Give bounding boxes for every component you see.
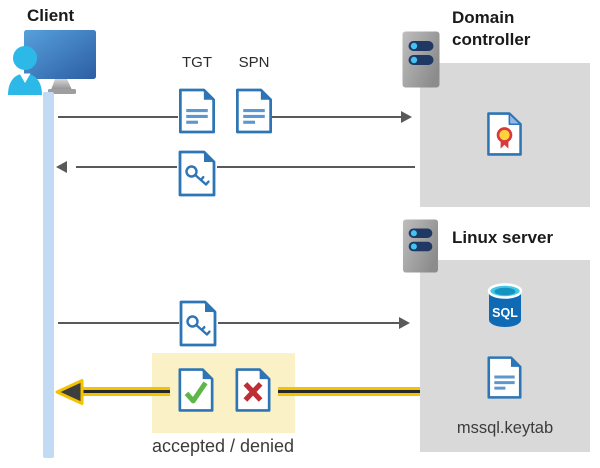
- key-document-icon: [179, 300, 217, 347]
- person-icon: [8, 46, 42, 95]
- sql-badge-text: SQL: [492, 306, 518, 320]
- arrow-right-icon: [401, 111, 412, 123]
- server-icon: [402, 219, 439, 273]
- sql-database-icon: SQL: [487, 283, 523, 327]
- request-tgt-arrow: [58, 116, 178, 118]
- request-tgt-arrow: [272, 116, 402, 118]
- service-ticket-arrow: [58, 322, 179, 324]
- tgt-response-arrow: [217, 166, 415, 168]
- client-device-icon: [8, 30, 96, 95]
- arrow-right-icon: [399, 317, 410, 329]
- denied-document-icon: [235, 368, 271, 412]
- arrow-left-icon: [56, 161, 67, 173]
- tgt-document-icon: [178, 88, 216, 134]
- monitor-icon: [24, 30, 96, 94]
- linux-server-label: Linux server: [452, 228, 554, 247]
- yellow-arrow-left-icon: [55, 379, 84, 405]
- result-highlight-box: [152, 353, 295, 433]
- server-icon: [402, 31, 440, 88]
- key-document-icon: [178, 150, 216, 197]
- certificate-icon: [487, 112, 522, 156]
- client-lifeline: [43, 92, 54, 458]
- domain-controller-label: Domain controller: [452, 8, 531, 50]
- keytab-filename-label: mssql.keytab: [456, 419, 554, 437]
- keytab-document-icon: [487, 356, 522, 399]
- result-response-arrow: [278, 387, 420, 396]
- tgt-label: TGT: [182, 54, 212, 71]
- service-ticket-arrow: [218, 322, 400, 324]
- accepted-document-icon: [178, 368, 214, 412]
- client-label: Client: [27, 6, 75, 25]
- result-response-arrow: [80, 387, 170, 396]
- spn-document-icon: [235, 88, 273, 134]
- spn-label: SPN: [238, 54, 270, 71]
- result-label: accepted / denied: [151, 436, 295, 456]
- tgt-response-arrow: [76, 166, 177, 168]
